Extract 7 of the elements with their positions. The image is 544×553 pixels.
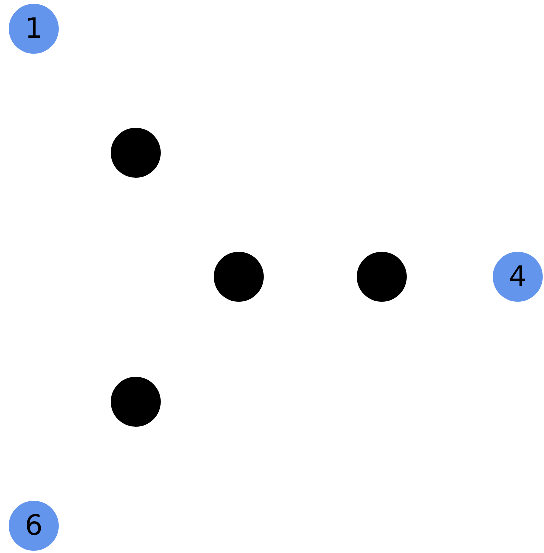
dot bbox=[357, 252, 407, 302]
numbered-circle: 4 bbox=[493, 252, 543, 302]
dot bbox=[214, 252, 264, 302]
numbered-circle: 1 bbox=[9, 4, 59, 54]
dot bbox=[111, 128, 161, 178]
numbered-circle: 6 bbox=[9, 501, 59, 551]
dot bbox=[111, 377, 161, 427]
